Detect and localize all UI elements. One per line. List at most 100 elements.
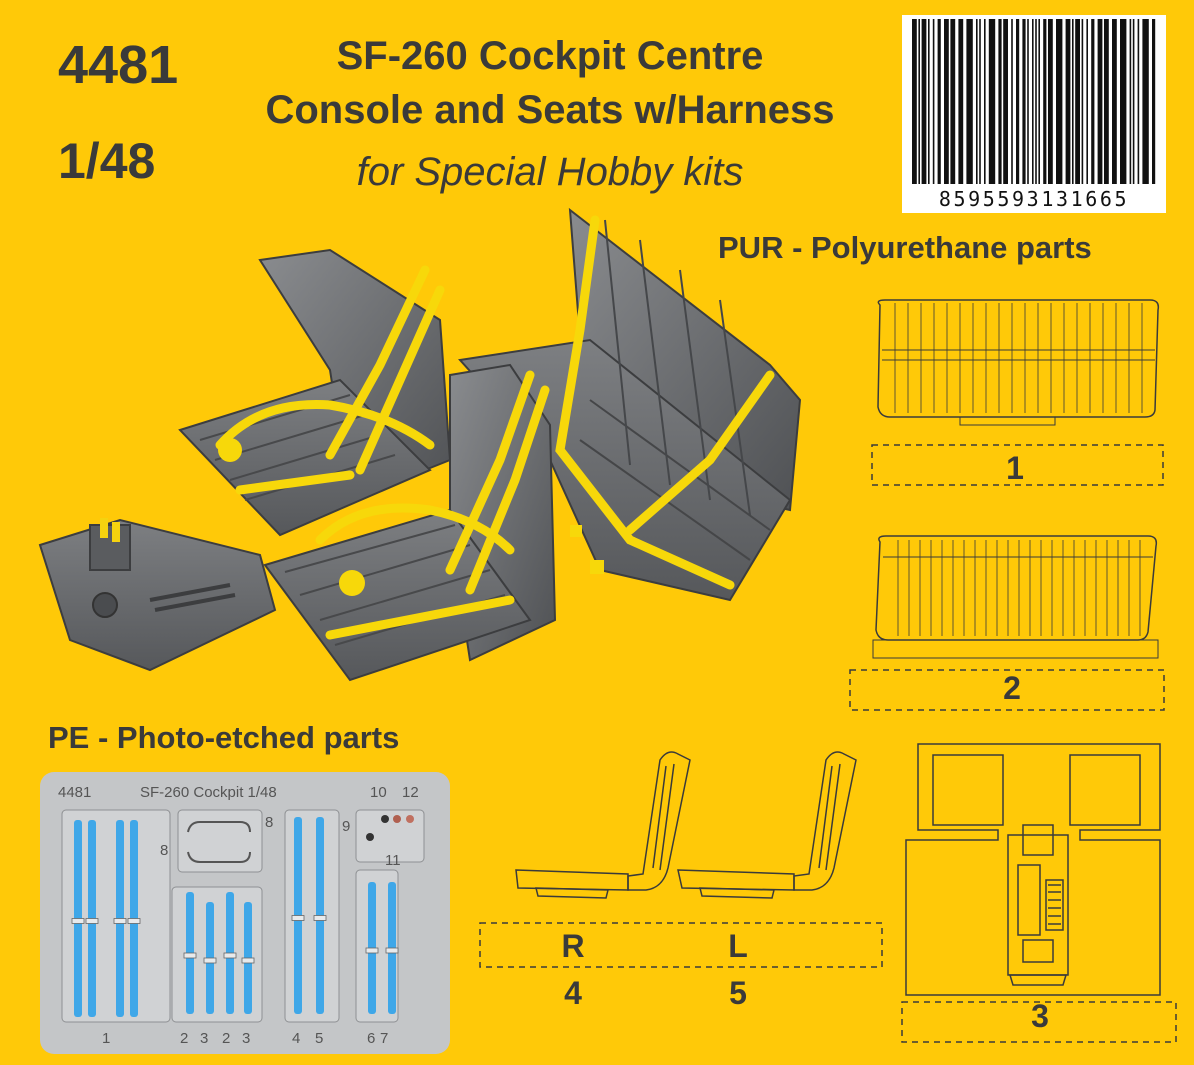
pe-label-11: 11 bbox=[385, 852, 401, 869]
barcode-bar bbox=[984, 19, 986, 184]
seat-l-outline bbox=[677, 751, 857, 899]
barcode-bar bbox=[1129, 19, 1132, 184]
pe-label-3b: 3 bbox=[242, 1030, 251, 1047]
barcode-bar bbox=[1048, 19, 1053, 184]
strap-buckle bbox=[313, 915, 327, 921]
product-render bbox=[38, 207, 802, 682]
barcode-bar bbox=[1072, 19, 1074, 184]
barcode-bar bbox=[944, 19, 949, 184]
strap-buckle bbox=[71, 918, 85, 924]
part-5-side: L bbox=[728, 928, 748, 964]
barcode-bar bbox=[921, 19, 927, 184]
barcode-bar bbox=[1091, 19, 1095, 184]
title-line-1: SF-260 Cockpit Centre bbox=[336, 34, 764, 78]
part-4-5-drawing bbox=[479, 751, 883, 968]
barcode-bar bbox=[1112, 19, 1117, 184]
part-2-drawing bbox=[849, 535, 1165, 711]
barcode-bar bbox=[1152, 19, 1156, 184]
pe-label-9: 9 bbox=[342, 818, 351, 835]
strap-buckle bbox=[203, 957, 217, 964]
barcode-bar bbox=[1003, 19, 1008, 184]
pe-label-2a: 2 bbox=[180, 1030, 189, 1047]
pe-label-2b: 2 bbox=[222, 1030, 231, 1047]
part-4-side: R bbox=[561, 928, 585, 964]
barcode-bar bbox=[1022, 19, 1026, 184]
centre-console bbox=[38, 518, 277, 672]
product-code: 4481 bbox=[58, 35, 179, 95]
barcode-bar bbox=[1142, 19, 1149, 184]
subtitle: for Special Hobby kits bbox=[356, 150, 744, 194]
pe-label-5: 5 bbox=[315, 1030, 324, 1047]
barcode-bar bbox=[998, 19, 1002, 184]
part-4-number: 4 bbox=[564, 975, 582, 1011]
barcode-bar bbox=[1035, 19, 1037, 184]
barcode-bar bbox=[932, 19, 935, 184]
fret-title: SF-260 Cockpit 1/48 bbox=[140, 784, 277, 801]
part-5-number: 5 bbox=[729, 975, 747, 1011]
pe-label-6: 6 bbox=[367, 1030, 376, 1047]
barcode-bar bbox=[976, 19, 978, 184]
strap-buckle bbox=[291, 915, 305, 921]
barcode-bar bbox=[1043, 19, 1047, 184]
strap-buckle bbox=[85, 918, 99, 924]
fret-parts bbox=[61, 809, 425, 1023]
strap-buckle bbox=[223, 952, 237, 959]
barcode-bar bbox=[1016, 19, 1020, 184]
barcode-bars bbox=[912, 19, 1156, 184]
barcode-bar bbox=[1081, 19, 1084, 184]
fret-code: 4481 bbox=[58, 784, 92, 801]
strap-buckle bbox=[127, 918, 141, 924]
part-1-number: 1 bbox=[1006, 450, 1024, 486]
pe-fret: 4481 SF-260 Cockpit 1/48 bbox=[40, 772, 450, 1054]
pe-heading: PE - Photo-etched parts bbox=[48, 720, 400, 755]
barcode-bar bbox=[958, 19, 964, 184]
barcode-bar bbox=[979, 19, 981, 184]
barcode-bar bbox=[928, 19, 930, 184]
part-3-drawing bbox=[901, 743, 1177, 1043]
pe-label-4: 4 bbox=[292, 1030, 301, 1047]
pe-label-7: 7 bbox=[380, 1030, 389, 1047]
pe-label-10: 10 bbox=[370, 784, 387, 801]
pe-label-3a: 3 bbox=[200, 1030, 209, 1047]
pur-heading: PUR - Polyurethane parts bbox=[718, 230, 1092, 265]
barcode-bar bbox=[1027, 19, 1029, 184]
seat-r-outline bbox=[515, 751, 691, 899]
part-2-number: 2 bbox=[1003, 670, 1021, 706]
barcode-bar bbox=[1132, 19, 1135, 184]
barcode-bar bbox=[1097, 19, 1103, 184]
barcode-bar bbox=[912, 19, 917, 184]
barcode-bar bbox=[1086, 19, 1088, 184]
strap-buckle bbox=[183, 952, 197, 959]
barcode-bar bbox=[950, 19, 956, 184]
barcode-bar bbox=[1065, 19, 1071, 184]
pe-label-12: 12 bbox=[402, 784, 419, 801]
strap-buckle bbox=[241, 957, 255, 964]
barcode-bar bbox=[918, 19, 920, 184]
barcode-bar bbox=[1032, 19, 1034, 184]
harness-buckles bbox=[218, 438, 604, 596]
barcode-bar bbox=[937, 19, 941, 184]
barcode-bar bbox=[966, 19, 973, 184]
barcode: 8595593131665 bbox=[902, 15, 1166, 213]
barcode-bar bbox=[1075, 19, 1080, 184]
pe-label-1: 1 bbox=[102, 1030, 111, 1047]
harness-straps bbox=[215, 215, 775, 640]
strap-buckle bbox=[113, 918, 127, 924]
barcode-bar bbox=[1011, 19, 1013, 184]
barcode-bar bbox=[988, 19, 996, 184]
part-1-drawing bbox=[871, 299, 1164, 486]
strap-buckle bbox=[365, 947, 379, 954]
product-scale: 1/48 bbox=[58, 133, 156, 189]
barcode-bar bbox=[1038, 19, 1040, 184]
barcode-bar bbox=[1056, 19, 1063, 184]
barcode-bar bbox=[1120, 19, 1127, 184]
barcode-bar bbox=[1137, 19, 1140, 184]
barcode-bar bbox=[1104, 19, 1109, 184]
strap-buckle bbox=[385, 947, 399, 954]
pe-label-8a: 8 bbox=[265, 814, 274, 831]
barcode-number: 8595593131665 bbox=[938, 187, 1130, 211]
pe-label-8b: 8 bbox=[160, 842, 169, 859]
title-line-2: Console and Seats w/Harness bbox=[265, 88, 835, 132]
part-3-number: 3 bbox=[1031, 998, 1049, 1034]
